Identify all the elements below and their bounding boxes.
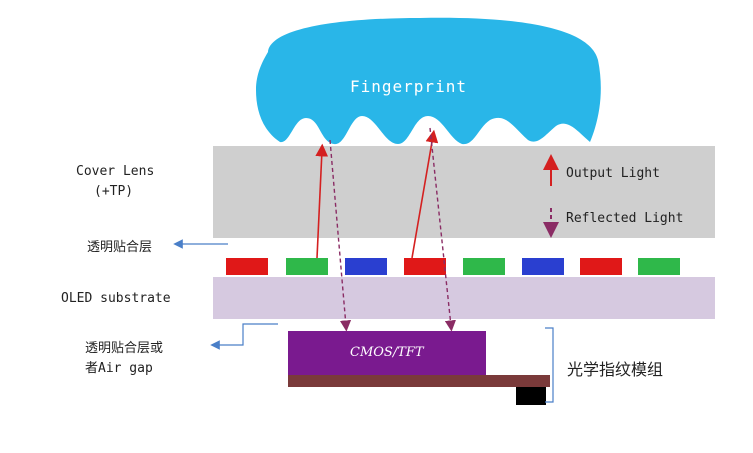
pixel-red [580, 258, 622, 275]
output-light-ray [315, 143, 329, 259]
oled-substrate-layer [213, 277, 715, 319]
fingerprint-shape [256, 17, 601, 145]
transparent-adhesive-label: 透明贴合层 [87, 240, 153, 255]
cmos-tft-chip [288, 331, 486, 375]
optical-fingerprint-module-label: 光学指纹模组 [567, 360, 664, 379]
pixel-blue [345, 258, 387, 275]
reflected-light-ray [329, 139, 352, 332]
cmos-tft-label: CMOS/TFT [350, 345, 424, 360]
pixel-red [404, 258, 446, 275]
fingerprint-label: Fingerprint [350, 77, 467, 96]
sensor-connector [516, 387, 546, 405]
sensor-base [288, 375, 550, 387]
adhesive-or-airgap-label: 透明贴合层或 [85, 341, 164, 356]
pixel-green [463, 258, 505, 275]
reflected-light-legend-label: Reflected Light [566, 211, 684, 226]
pixel-green [638, 258, 680, 275]
output-light-legend-label: Output Light [566, 166, 660, 181]
airgap-pointer-arrow [210, 323, 278, 350]
cover-lens-sublabel: (+TP) [94, 184, 134, 199]
module-bracket [545, 327, 554, 403]
oled-substrate-label: OLED substrate [61, 291, 171, 306]
cover-lens-label: Cover Lens [76, 164, 155, 179]
pixel-green [286, 258, 328, 275]
reflected-light-ray [429, 127, 456, 332]
pixel-blue [522, 258, 564, 275]
output-light-ray [411, 129, 439, 259]
cover-lens-layer [213, 146, 715, 238]
pixel-red [226, 258, 268, 275]
airgap-label: 者Air gap [85, 361, 153, 376]
